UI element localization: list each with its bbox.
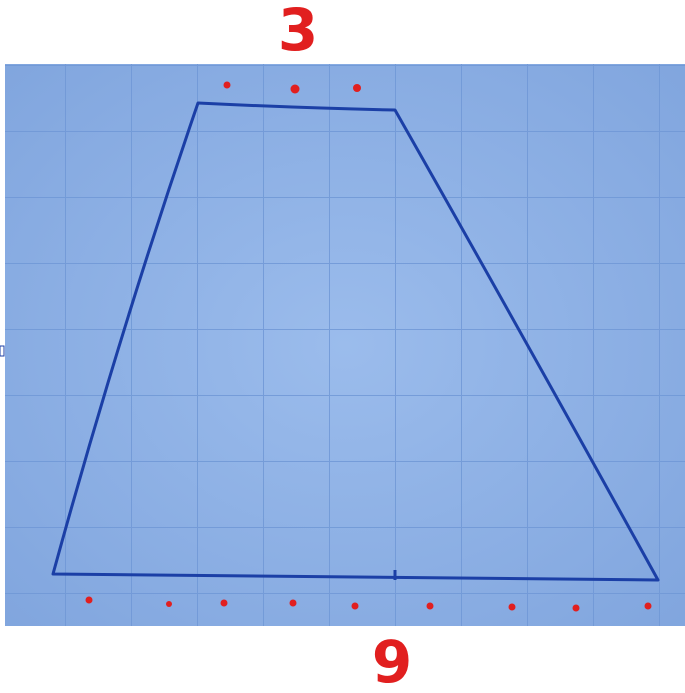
trapezoid-outline [51,101,660,582]
bottom-length-label: 9 [372,628,412,693]
crop-artifact [0,345,5,357]
top-length-label: 3 [278,0,318,64]
bottom-edge-dots [85,596,652,612]
paper-grid [5,64,685,626]
bottom-dot [351,602,359,610]
bottom-dot [289,599,297,607]
top-dot [290,84,300,94]
bottom-dot [508,603,516,611]
bottom-dot [220,599,228,607]
bottom-dot [426,602,434,610]
bottom-dot [644,602,652,610]
bottom-dot [166,601,172,607]
graph-paper [5,64,685,626]
top-edge-dots [223,81,361,94]
bottom-dot [85,596,93,604]
bottom-dot [572,604,580,612]
top-dot [353,84,361,92]
top-dot [223,81,231,89]
